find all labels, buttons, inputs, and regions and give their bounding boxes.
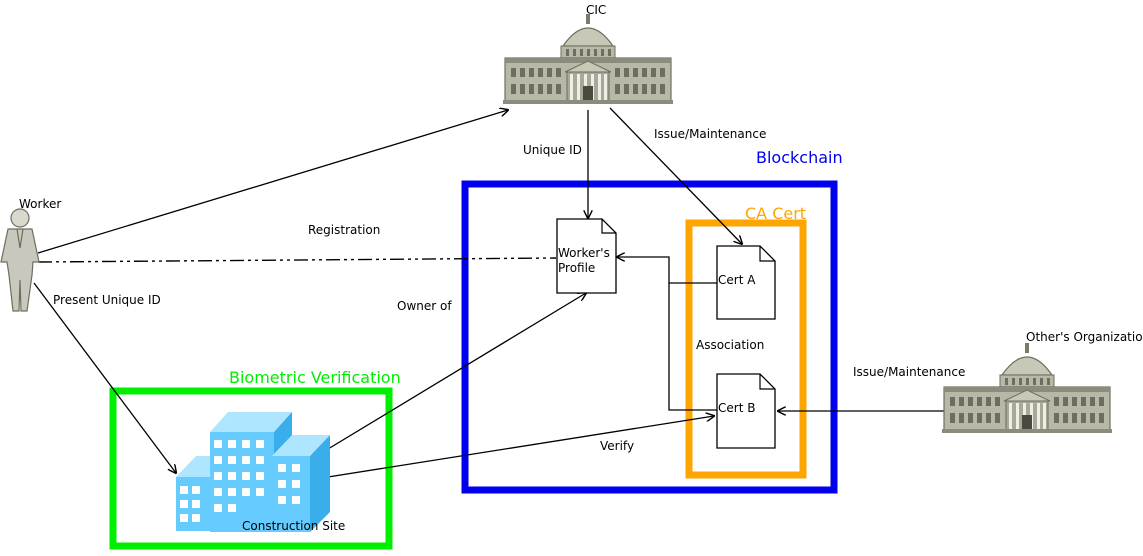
label-present-id: Present Unique ID bbox=[53, 293, 161, 307]
profile-label-line2: Profile bbox=[558, 261, 595, 275]
edge-association bbox=[617, 257, 717, 284]
label-issue-cic: Issue/Maintenance bbox=[654, 127, 766, 141]
worker-person-icon bbox=[0, 208, 40, 312]
label-association: Association bbox=[696, 338, 764, 352]
label-issue-other: Issue/Maintenance bbox=[853, 365, 965, 379]
others-organization-label: Other's Organization bbox=[1026, 330, 1143, 344]
label-owner-of: Owner of bbox=[397, 299, 452, 313]
cic-label: CIC bbox=[586, 3, 606, 17]
construction-site-building-icon bbox=[176, 412, 330, 532]
blockchain-box bbox=[461, 180, 838, 494]
others-organization-building-icon bbox=[942, 342, 1112, 434]
edge-present-id bbox=[33, 282, 176, 473]
cert-a-document: Cert A bbox=[716, 245, 776, 320]
cert-b-document: Cert B bbox=[716, 373, 776, 449]
ca-cert-box bbox=[685, 219, 807, 479]
edge-issue-cic bbox=[609, 107, 742, 244]
profile-label-line1: Worker's bbox=[558, 246, 610, 260]
blockchain-label: Blockchain bbox=[756, 148, 843, 167]
worker-label: Worker bbox=[19, 197, 61, 211]
edge-owner-of bbox=[327, 293, 586, 450]
biometric-box bbox=[109, 387, 393, 550]
edge-verify bbox=[327, 416, 714, 478]
construction-site-label: Construction Site bbox=[242, 519, 345, 533]
label-unique-id: Unique ID bbox=[523, 143, 582, 157]
cert-a-label: Cert A bbox=[718, 273, 756, 287]
cert-b-label: Cert B bbox=[718, 401, 755, 415]
edge-association-cert-b bbox=[668, 283, 717, 411]
edge-worker-to-cic bbox=[37, 110, 508, 254]
ca-cert-label: CA Cert bbox=[745, 204, 806, 223]
cic-building-icon bbox=[503, 14, 673, 104]
edge-registration bbox=[37, 257, 557, 263]
label-verify: Verify bbox=[600, 439, 634, 453]
biometric-label: Biometric Verification bbox=[229, 368, 401, 387]
workers-profile-document: Worker's Profile bbox=[556, 218, 617, 294]
label-registration: Registration bbox=[308, 223, 380, 237]
